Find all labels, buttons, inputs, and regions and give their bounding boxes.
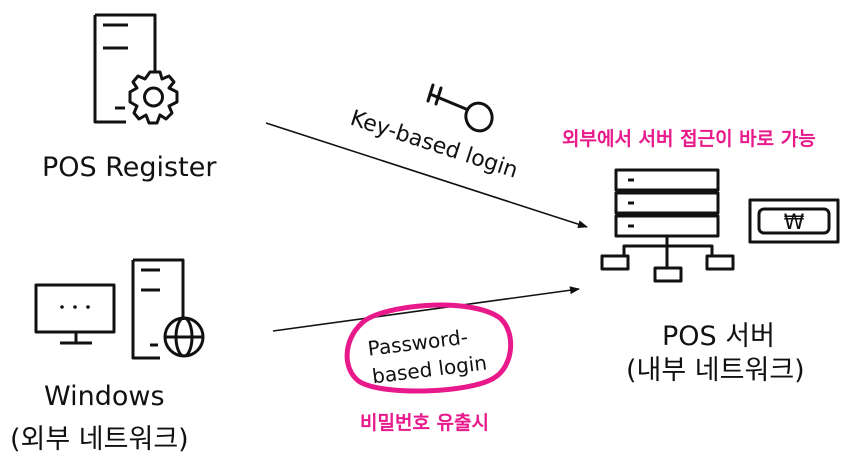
server-globe-icon [131, 258, 205, 360]
banknote-icon [748, 198, 840, 244]
password-login-arrow [272, 286, 580, 332]
key-icon [426, 83, 494, 133]
server-rack-icon [600, 168, 735, 283]
windows-label: Windows [44, 381, 165, 412]
external-access-note: 외부에서 서버 접근이 바로 가능 [562, 128, 816, 150]
password-leak-note: 비밀번호 유출시 [360, 412, 489, 434]
won-symbol: ₩ [784, 210, 805, 234]
key-login-label: Key-based login [347, 106, 521, 184]
windows-sublabel: (외부 네트워크) [10, 424, 189, 455]
highlight-circle [344, 302, 514, 394]
pos-server-sublabel: (내부 네트워크) [626, 355, 805, 386]
server-gear-icon [93, 13, 179, 125]
monitor-icon [34, 283, 116, 345]
pos-server-label: POS 서버 [662, 321, 775, 352]
key-login-arrow [265, 122, 588, 229]
pos-register-label: POS Register [42, 152, 217, 183]
